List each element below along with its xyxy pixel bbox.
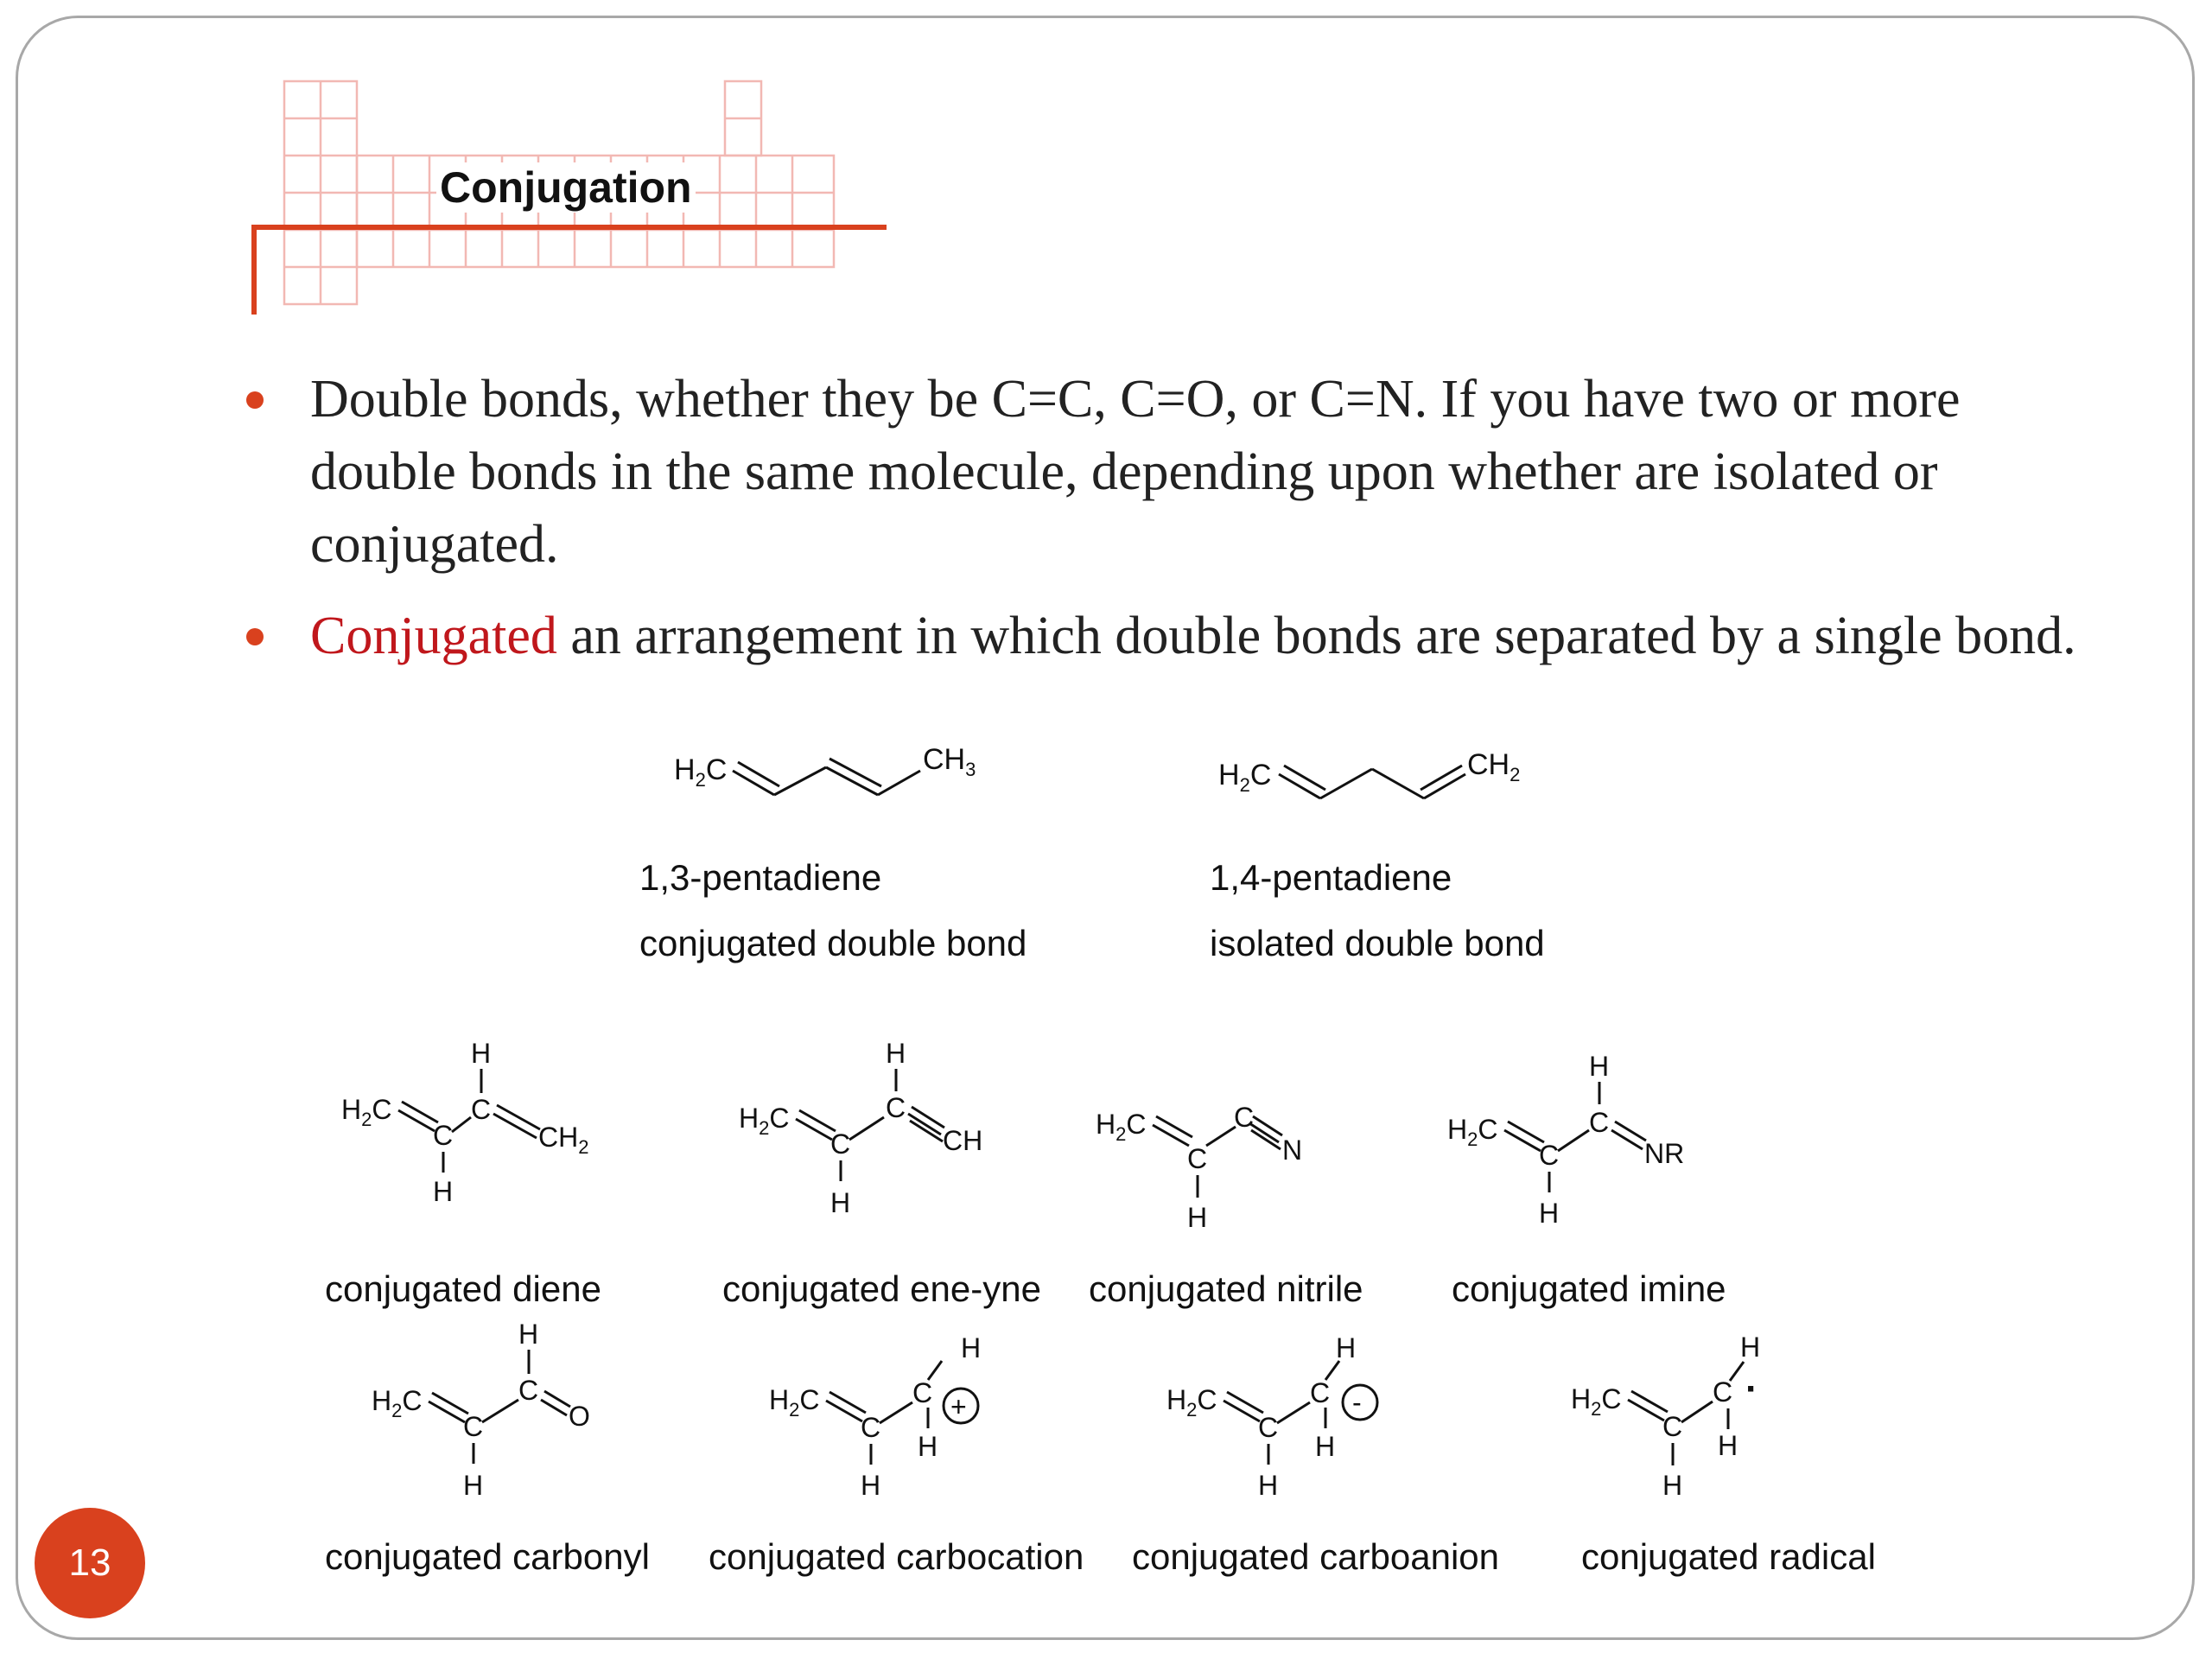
example-caption: conjugated diene bbox=[325, 1268, 601, 1309]
slide-title: Conjugation bbox=[436, 162, 696, 213]
svg-text:H: H bbox=[886, 1038, 906, 1069]
svg-text:H: H bbox=[961, 1335, 981, 1363]
svg-text:H2C: H2C bbox=[372, 1385, 422, 1421]
svg-text:C: C bbox=[1187, 1143, 1207, 1174]
conjugated-nitrile-structure: H2C C H C N bbox=[1096, 1102, 1302, 1233]
svg-text:C: C bbox=[1589, 1107, 1609, 1138]
conjugated-carbonyl-structure: H C H2C C H O bbox=[372, 1319, 590, 1501]
svg-text:C: C bbox=[463, 1411, 483, 1442]
example-caption: conjugated imine bbox=[1452, 1268, 1726, 1309]
radical-dot: · bbox=[1745, 1368, 1758, 1410]
svg-text:H: H bbox=[433, 1176, 453, 1207]
conjugated-ene-yne-structure: H C H2C C H CH bbox=[739, 1038, 982, 1218]
svg-text:H: H bbox=[518, 1319, 538, 1350]
bullet-text: Double bonds, whether they be C=C, C=O, … bbox=[310, 370, 1961, 574]
svg-text:H2C: H2C bbox=[674, 753, 727, 791]
example-caption: conjugated carboanion bbox=[1132, 1536, 1500, 1577]
svg-text:C: C bbox=[471, 1094, 491, 1125]
molecule-name: 1,4-pentadiene bbox=[1210, 857, 1452, 898]
svg-text:C: C bbox=[912, 1377, 932, 1408]
slide-frame bbox=[16, 16, 2195, 1640]
pentadiene-14-structure: H2C CH2 bbox=[1218, 748, 1520, 800]
conjugated-carbocation-structure: H2C C H C H H + bbox=[769, 1335, 981, 1501]
svg-text:H2C: H2C bbox=[769, 1384, 819, 1421]
svg-text:C: C bbox=[1713, 1376, 1732, 1408]
svg-text:H2C: H2C bbox=[1447, 1114, 1497, 1150]
bullet-item: Double bonds, whether they be C=C, C=O, … bbox=[246, 363, 2078, 581]
svg-text:H: H bbox=[1315, 1431, 1335, 1462]
svg-text:C: C bbox=[830, 1128, 850, 1160]
svg-text:H: H bbox=[1258, 1470, 1278, 1501]
molecule-description: isolated double bond bbox=[1210, 923, 1545, 963]
svg-text:H: H bbox=[830, 1187, 850, 1218]
svg-text:H: H bbox=[463, 1470, 483, 1501]
svg-text:C: C bbox=[1258, 1412, 1278, 1443]
svg-text:H2C: H2C bbox=[739, 1103, 789, 1139]
example-caption: conjugated carbonyl bbox=[325, 1536, 650, 1577]
conjugated-carboanion-structure: H2C C H C H H - bbox=[1166, 1335, 1379, 1501]
svg-text:H: H bbox=[918, 1431, 938, 1462]
svg-text:H: H bbox=[1718, 1430, 1738, 1461]
svg-text:C: C bbox=[1539, 1140, 1559, 1171]
molecule-name: 1,3-pentadiene bbox=[639, 857, 882, 898]
svg-text:CH: CH bbox=[943, 1125, 982, 1156]
svg-text:C: C bbox=[1662, 1411, 1682, 1442]
svg-text:N: N bbox=[1282, 1135, 1302, 1166]
page-number-badge: 13 bbox=[35, 1508, 145, 1618]
bullet-dot-icon bbox=[246, 391, 264, 409]
svg-text:C: C bbox=[861, 1412, 880, 1443]
svg-text:CH2: CH2 bbox=[1467, 748, 1520, 785]
svg-text:H2C: H2C bbox=[1096, 1109, 1146, 1145]
bullet-list: Double bonds, whether they be C=C, C=O, … bbox=[246, 363, 2078, 691]
pentadiene-13-structure: H2C CH3 bbox=[674, 743, 976, 797]
charge-label: - bbox=[1352, 1387, 1362, 1418]
conjugated-diene-structure: H C H2C C H CH2 bbox=[341, 1038, 588, 1207]
molecule-description: conjugated double bond bbox=[639, 923, 1027, 963]
example-caption: conjugated ene-yne bbox=[722, 1268, 1041, 1309]
svg-text:H2C: H2C bbox=[341, 1094, 391, 1130]
bullet-dot-icon bbox=[246, 628, 264, 645]
svg-text:H: H bbox=[1336, 1335, 1356, 1363]
svg-text:C: C bbox=[1310, 1377, 1330, 1408]
svg-text:H: H bbox=[1187, 1202, 1207, 1233]
svg-text:H: H bbox=[1589, 1051, 1609, 1082]
svg-text:C: C bbox=[1234, 1102, 1254, 1133]
svg-text:O: O bbox=[569, 1401, 590, 1432]
svg-text:H: H bbox=[1539, 1198, 1559, 1229]
svg-text:NR: NR bbox=[1644, 1138, 1684, 1169]
example-caption: conjugated radical bbox=[1581, 1536, 1876, 1577]
svg-text:H2C: H2C bbox=[1571, 1383, 1621, 1420]
bullet-item: Conjugated an arrangement in which doubl… bbox=[246, 600, 2078, 672]
svg-text:C: C bbox=[518, 1375, 538, 1406]
svg-text:H: H bbox=[861, 1470, 880, 1501]
svg-text:H2C: H2C bbox=[1218, 759, 1271, 796]
svg-text:C: C bbox=[433, 1120, 453, 1151]
svg-text:H: H bbox=[471, 1038, 491, 1069]
svg-text:CH2: CH2 bbox=[538, 1122, 588, 1158]
svg-text:CH3: CH3 bbox=[923, 743, 976, 780]
svg-text:C: C bbox=[886, 1092, 906, 1123]
example-caption: conjugated carbocation bbox=[709, 1536, 1084, 1577]
conjugated-imine-structure: H C H2C C H NR bbox=[1447, 1051, 1684, 1229]
charge-label: + bbox=[950, 1391, 967, 1422]
svg-text:H: H bbox=[1740, 1332, 1760, 1363]
example-caption: conjugated nitrile bbox=[1089, 1268, 1363, 1309]
svg-text:H2C: H2C bbox=[1166, 1384, 1217, 1421]
bullet-highlight: Conjugated bbox=[310, 607, 557, 665]
svg-text:H: H bbox=[1662, 1470, 1682, 1501]
conjugated-radical-structure: H2C C H C H H · bbox=[1571, 1332, 1760, 1501]
bullet-text: an arrangement in which double bonds are… bbox=[556, 607, 2076, 665]
